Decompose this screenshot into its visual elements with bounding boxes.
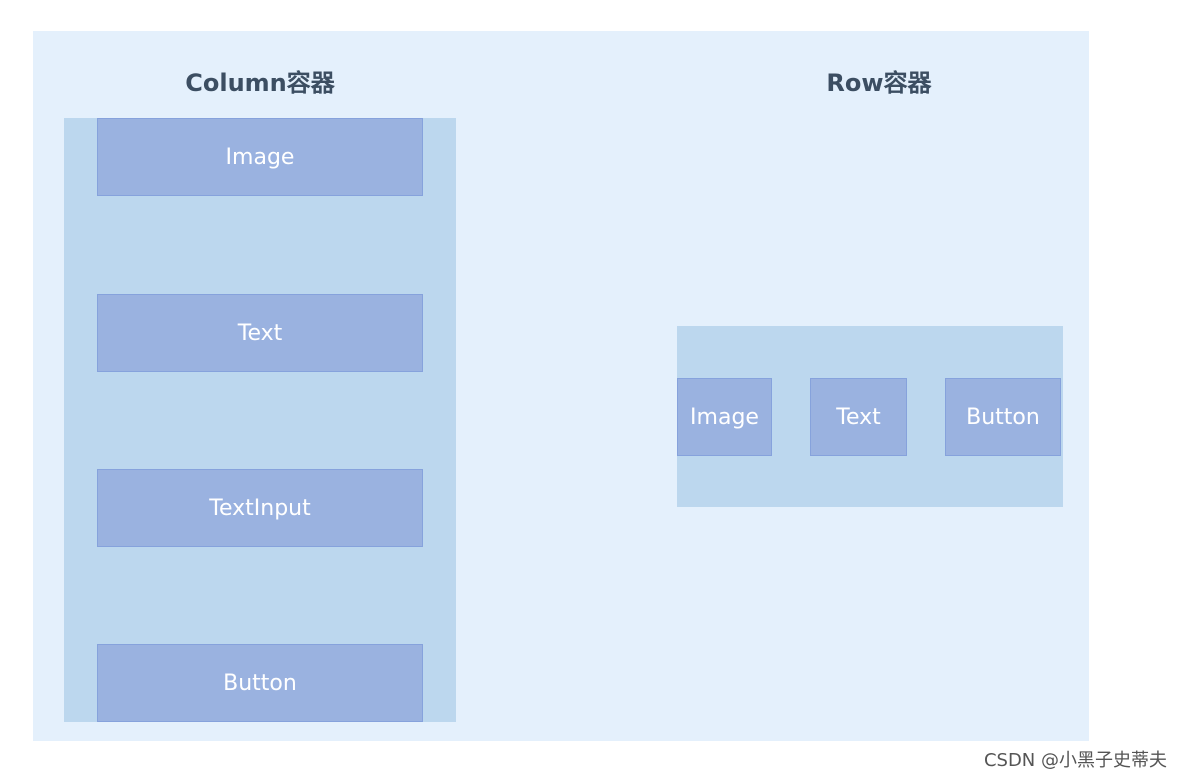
column-container-title: Column容器 [185, 69, 335, 97]
row-item-image: Image [677, 378, 772, 456]
watermark-text: CSDN @小黑子史蒂夫 [983, 750, 1167, 771]
column-item-textinput: TextInput [97, 469, 423, 547]
column-item-text: Text [97, 294, 423, 372]
row-item-button: Button [945, 378, 1061, 456]
column-item-image: Image [97, 118, 423, 196]
row-container: Image Text Button [677, 326, 1063, 507]
row-container-title: Row容器 [826, 69, 932, 97]
column-container: Image Text TextInput Button [64, 118, 456, 722]
row-item-text: Text [810, 378, 907, 456]
diagram-canvas: Column容器 Image Text TextInput Button Row… [33, 31, 1089, 741]
column-item-button: Button [97, 644, 423, 722]
